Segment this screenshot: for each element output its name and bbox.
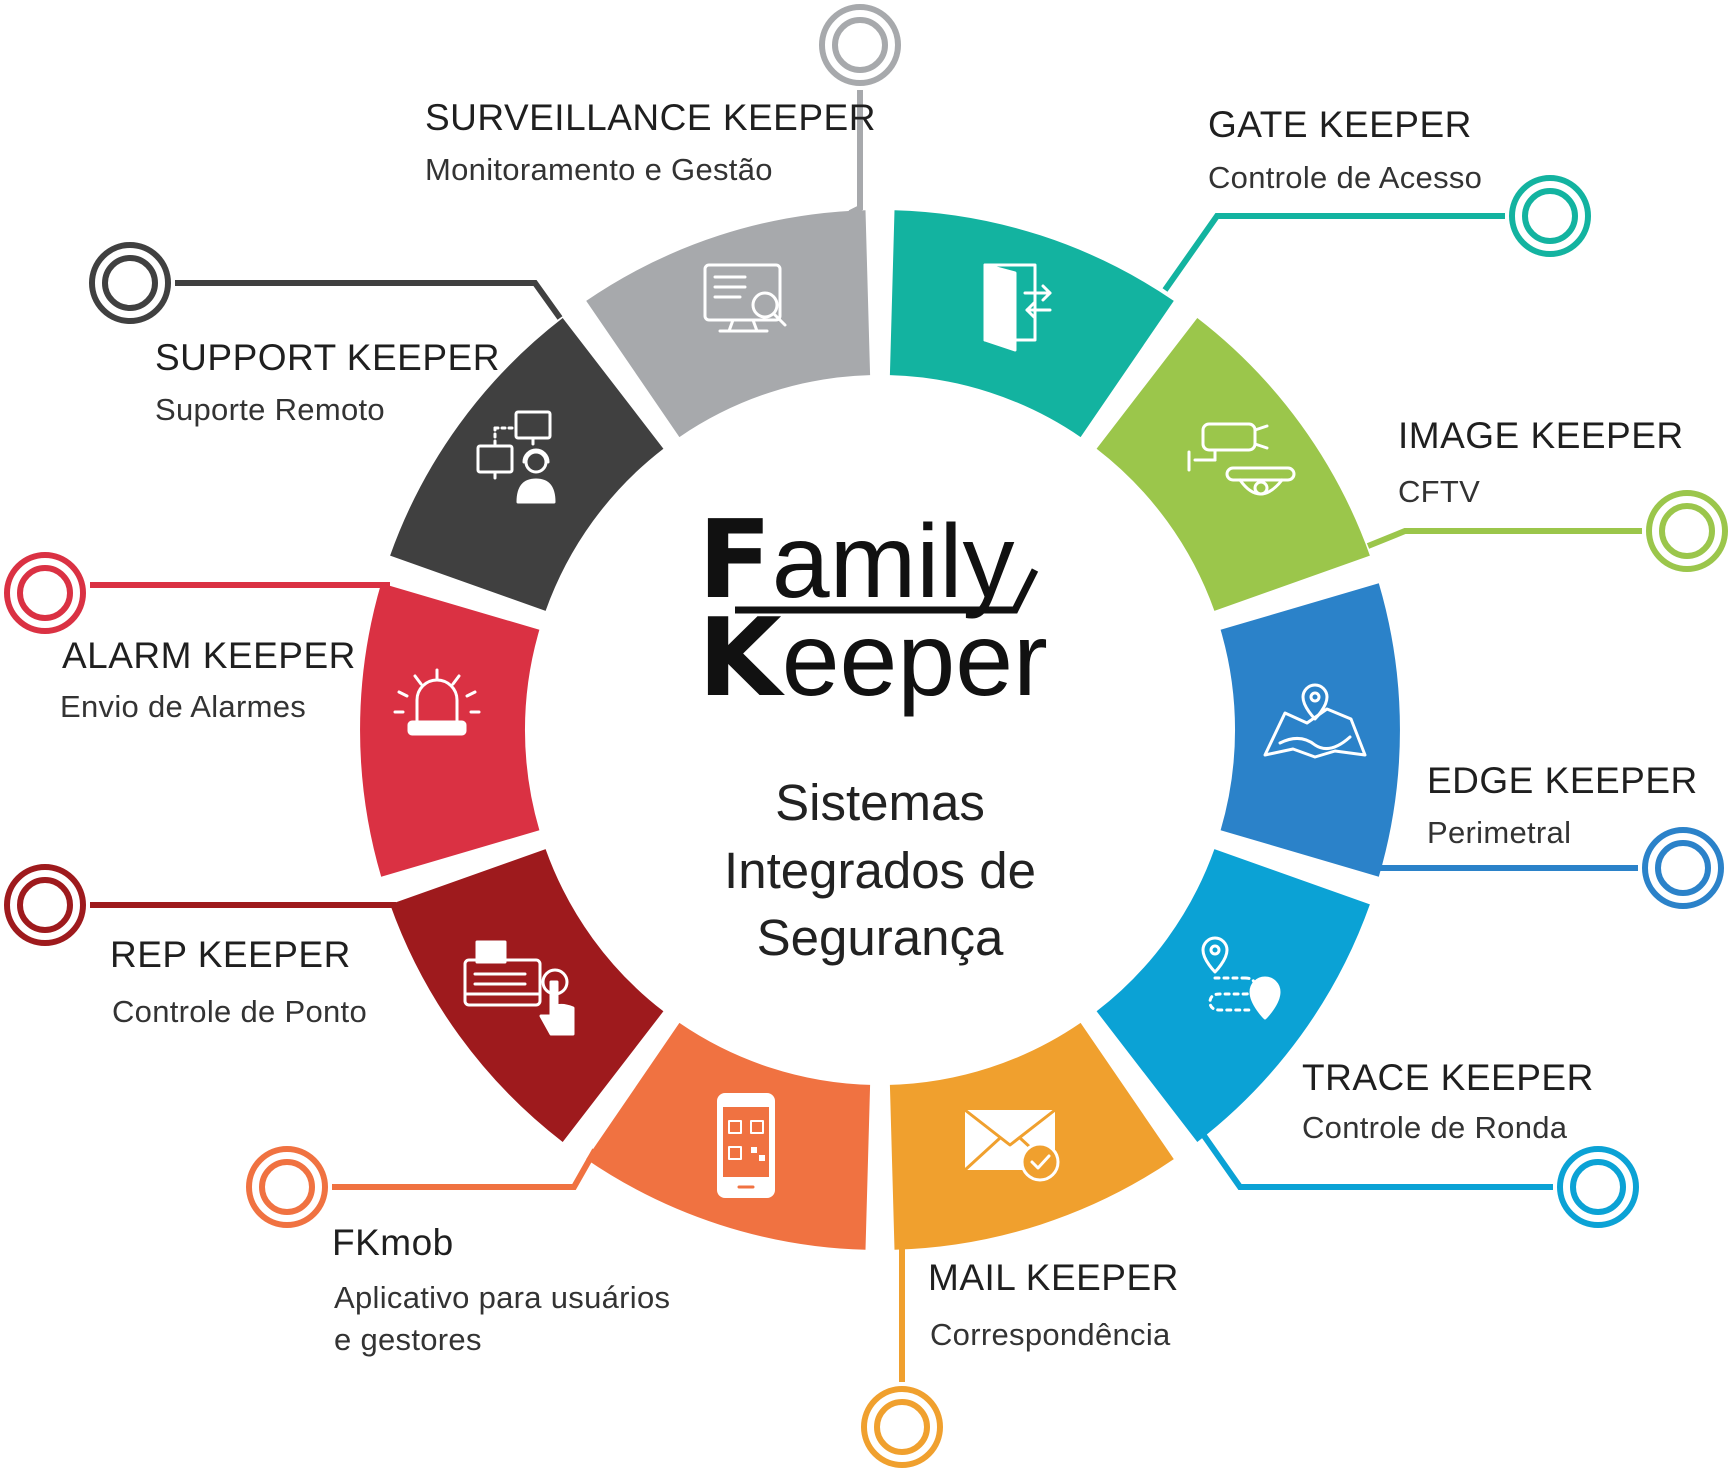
- connector-support: [89, 242, 563, 324]
- label-surveillance: SURVEILLANCE KEEPER Monitoramento e Gest…: [425, 97, 876, 187]
- label-rep: REP KEEPER Controle de Ponto: [110, 934, 367, 1029]
- segment-title: SUPPORT KEEPER: [155, 337, 500, 378]
- ring-segment-edge: [1220, 583, 1400, 877]
- connector-fkmob: [246, 1146, 598, 1228]
- security-camera-icon: [1187, 422, 1296, 496]
- segment-subtitle: Aplicativo para usuários: [334, 1280, 670, 1315]
- route-pins-icon: [1201, 936, 1281, 1020]
- segment-subtitle: Perimetral: [1427, 815, 1571, 850]
- segment-title: TRACE KEEPER: [1302, 1057, 1594, 1098]
- connector-gate: [1162, 175, 1591, 292]
- connector-image: [1366, 490, 1728, 572]
- segment-subtitle: Correspondência: [930, 1317, 1171, 1352]
- label-edge: EDGE KEEPER Perimetral: [1427, 760, 1698, 850]
- label-image: IMAGE KEEPER CFTV: [1398, 415, 1684, 509]
- time-clock-icon: [463, 940, 575, 1036]
- label-mail: MAIL KEEPER Correspondência: [928, 1257, 1179, 1352]
- tagline-line-2: Integrados de: [724, 842, 1036, 899]
- segment-title: SURVEILLANCE KEEPER: [425, 97, 876, 138]
- phone-qr-icon: [717, 1093, 775, 1198]
- segment-subtitle-2: e gestores: [334, 1322, 482, 1357]
- segment-title: FKmob: [332, 1222, 454, 1263]
- mail-check-icon: [963, 1108, 1060, 1182]
- segment-title: ALARM KEEPER: [62, 635, 356, 676]
- ring-segment-gate: [889, 210, 1174, 438]
- door-access-icon: [983, 263, 1052, 352]
- family-keeper-logo: Family Keeper: [698, 498, 1048, 721]
- connector-rep: [4, 864, 396, 946]
- center-tagline: Sistemas Integrados de Segurança: [724, 774, 1036, 966]
- label-trace: TRACE KEEPER Controle de Ronda: [1302, 1057, 1594, 1145]
- segment-title: GATE KEEPER: [1208, 104, 1472, 145]
- connector-edge: [1380, 827, 1724, 909]
- ring-segment-rep: [390, 849, 664, 1142]
- connector-alarm: [4, 552, 390, 634]
- monitor-search-icon: [703, 263, 787, 333]
- segment-subtitle: Suporte Remoto: [155, 392, 385, 427]
- label-gate: GATE KEEPER Controle de Acesso: [1208, 104, 1482, 195]
- tagline-line-3: Segurança: [757, 909, 1004, 966]
- label-alarm: ALARM KEEPER Envio de Alarmes: [60, 635, 356, 724]
- segment-title: REP KEEPER: [110, 934, 351, 975]
- remote-support-icon: [476, 410, 556, 504]
- logo-underline: [735, 568, 1039, 614]
- segment-subtitle: Controle de Acesso: [1208, 160, 1482, 195]
- segment-subtitle: Controle de Ponto: [112, 994, 367, 1029]
- label-fkmob: FKmob Aplicativo para usuários e gestore…: [332, 1222, 670, 1357]
- segment-subtitle: Monitoramento e Gestão: [425, 152, 773, 187]
- segment-title: IMAGE KEEPER: [1398, 415, 1684, 456]
- ring-segment-image: [1096, 318, 1370, 611]
- logo-line1: Family: [698, 498, 1014, 623]
- tagline-line-1: Sistemas: [775, 774, 985, 831]
- segment-title: EDGE KEEPER: [1427, 760, 1698, 801]
- label-support: SUPPORT KEEPER Suporte Remoto: [155, 337, 500, 427]
- segment-subtitle: Controle de Ronda: [1302, 1110, 1568, 1145]
- segment-subtitle: Envio de Alarmes: [60, 689, 306, 724]
- connector-trace: [1197, 1128, 1639, 1228]
- segment-subtitle: CFTV: [1398, 474, 1480, 509]
- logo-line2: Keeper: [698, 596, 1048, 721]
- siren-icon: [393, 668, 481, 736]
- ring-segment-surveillance: [586, 210, 871, 438]
- ring-segment-trace: [1096, 849, 1370, 1142]
- map-pin-icon: [1263, 683, 1367, 759]
- segment-title: MAIL KEEPER: [928, 1257, 1179, 1298]
